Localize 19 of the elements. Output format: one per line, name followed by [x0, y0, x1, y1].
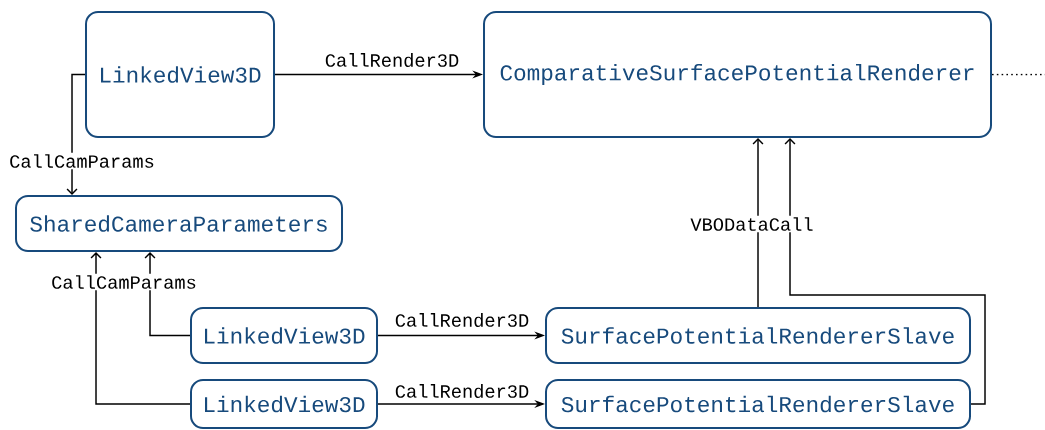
edge-label: CallRender3D	[323, 51, 461, 69]
arrow	[784, 138, 986, 405]
edge-label: CallCamParams	[49, 273, 199, 291]
component-box: SurfacePotentialRendererSlave	[545, 379, 971, 429]
arrow	[66, 73, 86, 195]
component-box: ComparativeSurfacePotentialRenderer	[483, 11, 992, 138]
dotted-line	[991, 73, 1045, 76]
component-box: LinkedView3D	[190, 379, 378, 429]
arrow	[144, 252, 191, 337]
arrow	[90, 252, 191, 405]
edge-label: VBODataCall	[689, 215, 815, 233]
component-box: SurfacePotentialRendererSlave	[545, 307, 971, 364]
edge-label: CallCamParams	[7, 152, 157, 170]
component-box: LinkedView3D	[190, 307, 378, 364]
edge-label: CallRender3D	[393, 311, 531, 329]
edge-label: CallRender3D	[393, 382, 531, 400]
component-box: SharedCameraParameters	[15, 195, 343, 252]
arrow	[752, 138, 764, 308]
component-box: LinkedView3D	[85, 11, 275, 138]
